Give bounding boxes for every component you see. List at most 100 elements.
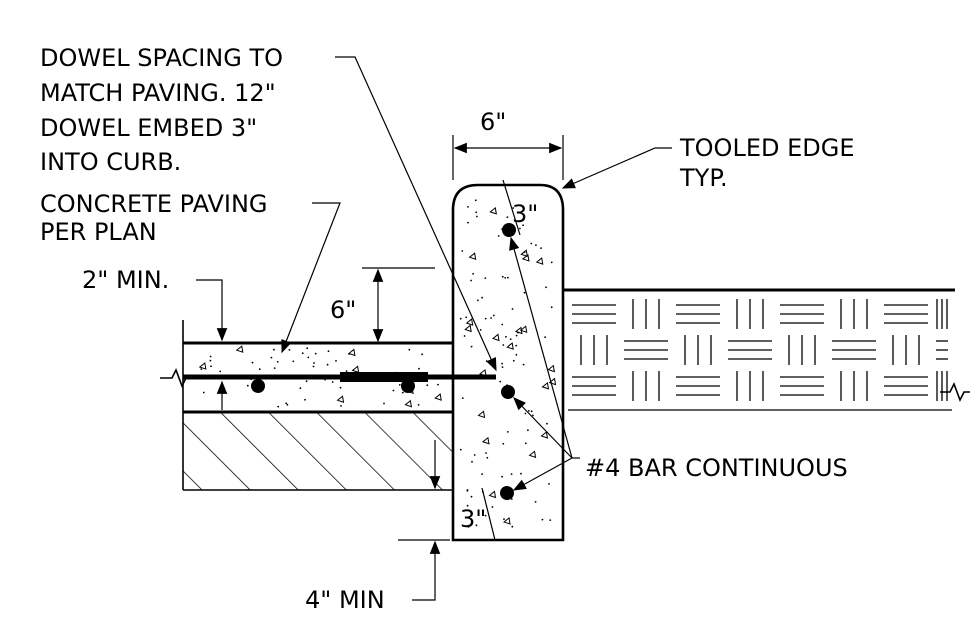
- concrete-speck: [314, 352, 317, 355]
- dowel-note-line-3: DOWEL EMBED 3": [40, 114, 257, 142]
- concrete-speck: [534, 501, 537, 503]
- concrete-speck: [304, 398, 306, 401]
- min-2-label: 2" MIN.: [82, 266, 169, 294]
- concrete-aggregate: [464, 324, 472, 333]
- concrete-aggregate: [336, 395, 345, 403]
- concrete-speck: [511, 525, 514, 528]
- concrete-speck: [246, 384, 249, 387]
- concrete-speck: [484, 514, 487, 517]
- concrete-speck: [335, 360, 337, 362]
- concrete-speck: [481, 296, 483, 299]
- dowel-note-line-1: DOWEL SPACING TO: [40, 44, 283, 72]
- concrete-speck: [273, 348, 275, 351]
- concrete-speck: [313, 362, 315, 364]
- concrete-speck: [512, 207, 515, 209]
- concrete-speck: [273, 367, 276, 369]
- curb-rebar-bottom: [500, 486, 514, 500]
- concrete-speck: [285, 402, 288, 405]
- concrete-speck: [523, 291, 526, 294]
- concrete-speck: [326, 363, 329, 366]
- concrete-speck: [474, 199, 477, 202]
- concrete-speck: [527, 429, 529, 432]
- tooled-edge-note: TOOLED EDGE TYP.: [679, 134, 855, 192]
- concrete-speck: [522, 486, 525, 488]
- concrete-speck: [479, 329, 482, 331]
- concrete-aggregate: [477, 410, 486, 419]
- subgrade-hatch: [182, 412, 453, 491]
- concrete-speck: [251, 361, 254, 364]
- concrete-speck: [484, 317, 487, 320]
- concrete-paving-slab: [160, 320, 453, 414]
- concrete-curb: [451, 183, 565, 542]
- concrete-speck: [331, 381, 334, 383]
- concrete-speck: [490, 317, 492, 319]
- concrete-speck: [467, 526, 470, 528]
- concrete-speck: [504, 277, 507, 279]
- concrete-speck: [544, 336, 546, 339]
- concrete-aggregate: [488, 490, 497, 499]
- concrete-speck: [339, 386, 342, 389]
- concrete-speck: [471, 460, 473, 463]
- concrete-speck: [532, 414, 534, 417]
- depth-label: 6": [330, 296, 356, 324]
- concrete-speck: [512, 359, 515, 362]
- concrete-speck: [486, 456, 489, 459]
- tooled-edge-line-2: TYP.: [679, 164, 728, 192]
- concrete-aggregate: [434, 393, 442, 401]
- dowel-note: DOWEL SPACING TO MATCH PAVING. 12" DOWEL…: [40, 44, 283, 176]
- concrete-speck: [209, 355, 212, 358]
- concrete-speck: [545, 286, 547, 289]
- concrete-speck: [219, 370, 222, 373]
- bar-note-label: #4 BAR CONTINUOUS: [585, 454, 848, 482]
- concrete-speck: [477, 299, 479, 302]
- concrete-speck: [277, 405, 280, 408]
- concrete-speck: [499, 380, 502, 383]
- concrete-speck: [507, 276, 509, 279]
- concrete-speck: [501, 275, 504, 278]
- concrete-speck: [524, 412, 527, 415]
- concrete-speck: [550, 306, 553, 309]
- concrete-speck: [465, 316, 468, 319]
- curb-width-label: 6": [480, 108, 506, 136]
- concrete-speck: [437, 383, 439, 386]
- concrete-speck: [485, 360, 488, 362]
- concrete-speck: [501, 323, 504, 326]
- concrete-aggregate: [468, 252, 477, 260]
- concrete-aggregate: [535, 257, 544, 265]
- concrete-speck: [202, 391, 205, 394]
- concrete-speck: [540, 247, 542, 250]
- concrete-aggregate: [481, 436, 490, 445]
- concrete-speck: [484, 277, 487, 279]
- concrete-aggregate: [548, 377, 557, 386]
- paver-pattern: [568, 299, 952, 411]
- concrete-speck: [530, 242, 533, 245]
- concrete-speck: [546, 422, 548, 425]
- curb-rebar-middle: [501, 385, 515, 399]
- concrete-aggregate: [540, 431, 549, 439]
- concrete-speck: [421, 353, 423, 356]
- concrete-aggregate: [502, 517, 511, 525]
- concrete-speck: [426, 384, 429, 387]
- concrete-speck: [485, 452, 487, 454]
- concrete-speck: [527, 410, 530, 412]
- concrete-speck: [467, 221, 469, 224]
- concrete-speck: [276, 361, 279, 363]
- concrete-speck: [307, 356, 310, 359]
- concrete-aggregate: [198, 362, 207, 370]
- concrete-speck: [398, 384, 401, 386]
- concrete-aggregate: [347, 348, 356, 357]
- concrete-speck: [548, 483, 550, 485]
- paving-note-line-2: PER PLAN: [40, 218, 157, 246]
- concrete-speck: [549, 519, 552, 521]
- concrete-speck: [470, 345, 473, 348]
- tooled-edge-line-1: TOOLED EDGE: [679, 134, 855, 162]
- concrete-aggregate: [235, 345, 244, 353]
- concrete-speck: [491, 506, 494, 508]
- concrete-speck: [506, 431, 509, 433]
- curb-rebar-top: [502, 223, 516, 237]
- concrete-speck: [312, 365, 315, 368]
- concrete-aggregate: [506, 342, 514, 350]
- concrete-speck: [470, 279, 472, 282]
- concrete-speck: [463, 335, 466, 337]
- concrete-speck: [292, 360, 295, 363]
